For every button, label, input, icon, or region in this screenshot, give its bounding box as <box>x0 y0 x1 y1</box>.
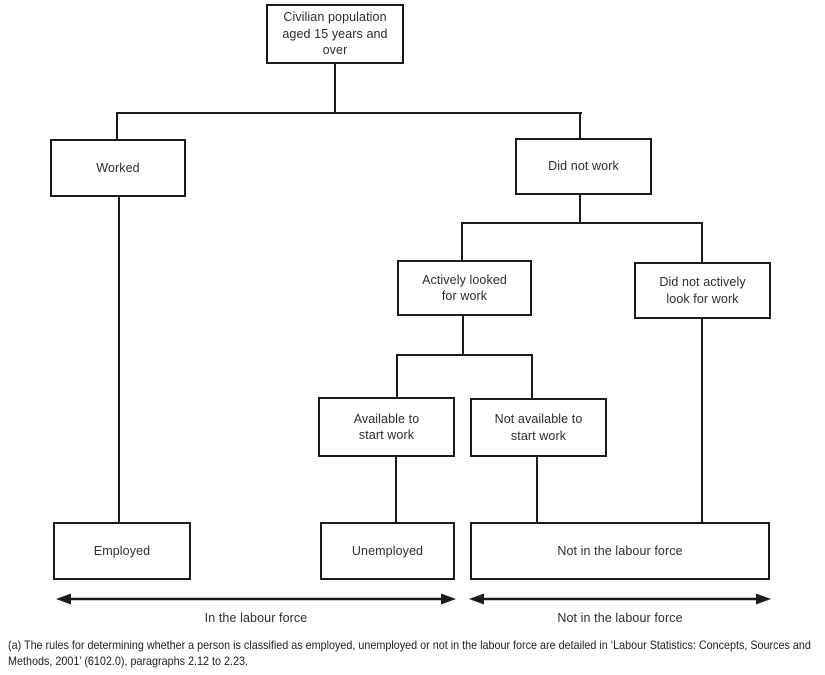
connector-line <box>396 354 533 356</box>
double-arrow-icon <box>469 593 771 605</box>
connector-line <box>531 354 533 399</box>
connector-line <box>116 112 118 140</box>
node-label: Available to start work <box>353 411 420 443</box>
footnote: (a) The rules for determining whether a … <box>8 639 811 669</box>
node-did-not-actively-look: Did not actively look for work <box>634 262 771 319</box>
connector-line <box>118 196 120 523</box>
connector-line <box>395 456 397 523</box>
connector-line <box>579 112 581 139</box>
node-label: Did not actively look for work <box>659 275 746 306</box>
node-employed: Employed <box>53 522 191 580</box>
connector-line <box>536 456 538 523</box>
connector-line <box>461 222 703 224</box>
not-in-labour-force-label: Not in the labour force <box>557 611 683 625</box>
connector-line <box>334 63 336 114</box>
node-available-to-start-work: Available to start work <box>318 397 455 457</box>
node-label: Not in the labour force <box>557 543 683 558</box>
node-label: Actively looked for work <box>422 272 507 304</box>
node-label: Employed <box>93 543 151 558</box>
node-label: Did not work <box>548 159 619 174</box>
connector-line <box>461 222 463 261</box>
node-civilian-population: Civilian population aged 15 years and ov… <box>266 4 404 64</box>
connector-line <box>396 354 398 398</box>
node-worked: Worked <box>50 139 186 197</box>
in-labour-force-label: In the labour force <box>204 611 308 625</box>
node-not-in-labour-force: Not in the labour force <box>470 522 770 580</box>
node-unemployed: Unemployed <box>320 522 455 580</box>
node-not-available-to-start-work: Not available to start work <box>470 398 607 457</box>
node-label: Worked <box>96 160 140 175</box>
connector-line <box>462 315 464 356</box>
connector-line <box>701 318 703 523</box>
connector-line <box>579 194 581 224</box>
connector-line <box>701 222 703 263</box>
node-label: Civilian population aged 15 years and ov… <box>282 10 388 58</box>
connector-line <box>116 112 582 114</box>
node-label: Unemployed <box>351 543 424 558</box>
node-actively-looked-for-work: Actively looked for work <box>397 260 532 316</box>
node-label: Not available to start work <box>494 412 583 443</box>
node-did-not-work: Did not work <box>515 138 652 195</box>
double-arrow-icon <box>56 593 456 605</box>
